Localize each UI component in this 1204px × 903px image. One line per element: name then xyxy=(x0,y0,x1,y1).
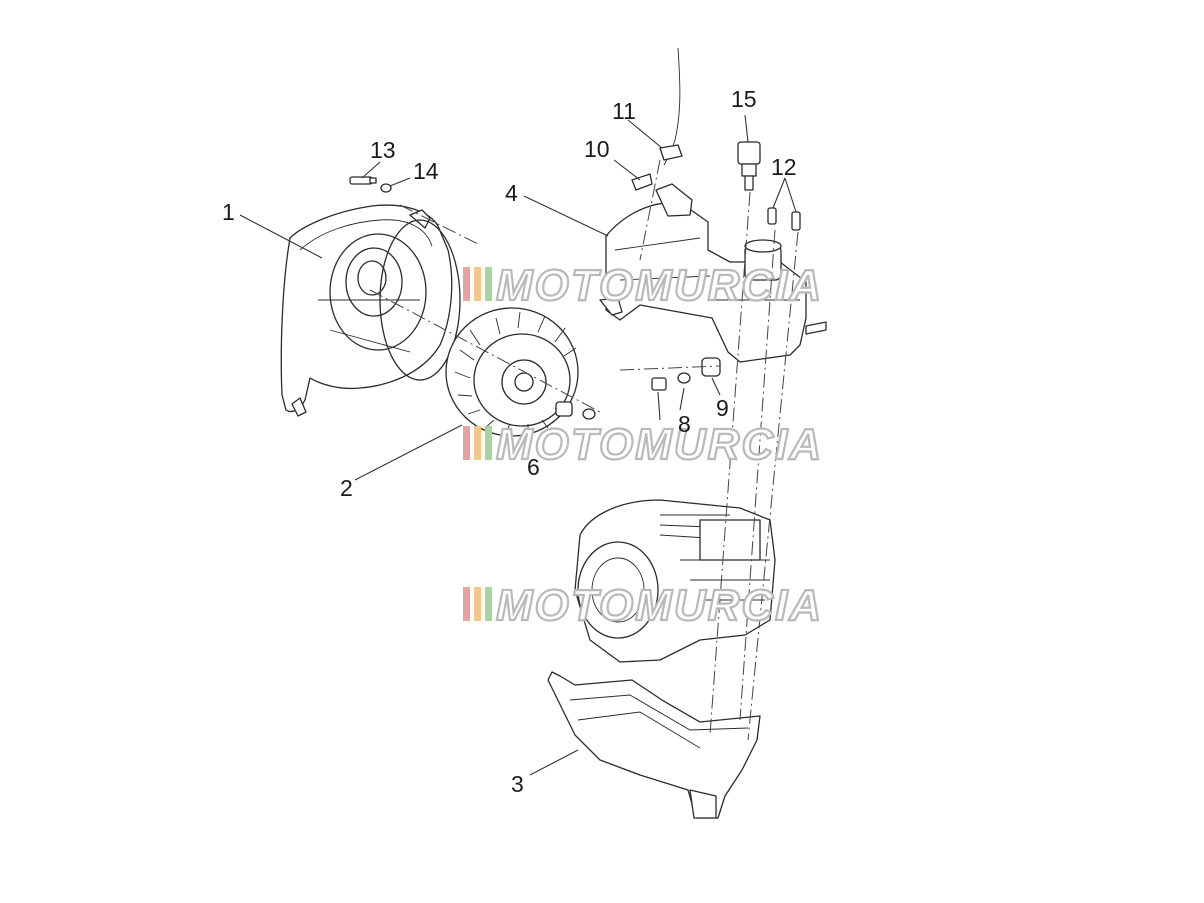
engine-block xyxy=(574,499,776,663)
callout-labels: 1 2 3 4 6 8 9 10 11 12 13 14 15 xyxy=(222,86,797,797)
assembly-centerlines xyxy=(369,159,799,741)
callout-15: 15 xyxy=(731,86,757,112)
callout-12: 12 xyxy=(771,154,797,180)
callout-2: 2 xyxy=(340,475,353,501)
part-13-bolt xyxy=(349,176,377,185)
watermark-middle: MOTOMURCIA xyxy=(463,419,823,470)
watermark-bottom: MOTOMURCIA xyxy=(463,580,823,631)
callout-9: 9 xyxy=(716,395,729,421)
watermark-top: MOTOMURCIA xyxy=(463,260,823,311)
callout-8: 8 xyxy=(678,411,691,437)
callout-1: 1 xyxy=(222,199,235,225)
callout-6: 6 xyxy=(527,454,540,480)
part-4-shroud xyxy=(599,183,827,363)
callout-4: 4 xyxy=(505,180,518,206)
part-6-nut xyxy=(555,401,596,420)
part-14-washer xyxy=(380,183,392,193)
part-3-lower-cover xyxy=(547,671,761,819)
part-15-sensor xyxy=(737,141,761,191)
watermark-text: MOTOMURCIA xyxy=(496,261,823,310)
part-12-screws xyxy=(767,207,801,231)
part-2-flywheel-fan xyxy=(445,307,579,437)
callout-3: 3 xyxy=(511,771,524,797)
watermark-text: MOTOMURCIA xyxy=(496,581,823,630)
callout-13: 13 xyxy=(370,137,396,163)
leader-lines xyxy=(239,114,797,776)
part-8-bolt-washer xyxy=(651,372,691,391)
callout-11: 11 xyxy=(612,98,636,124)
part-10-clip xyxy=(631,173,653,191)
part-1-fan-cover xyxy=(280,204,461,417)
part-11-wire xyxy=(659,47,683,166)
callout-14: 14 xyxy=(413,158,439,184)
watermark-text: MOTOMURCIA xyxy=(496,420,823,469)
callout-10: 10 xyxy=(584,136,610,162)
